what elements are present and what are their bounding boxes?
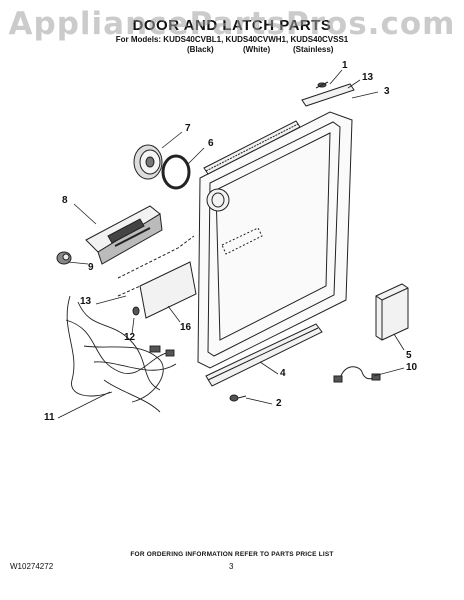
variant-white: (White) — [243, 45, 271, 54]
callout-11: 11 — [44, 412, 55, 423]
side-cover-part-5 — [375, 283, 409, 341]
screw-part-2 — [229, 394, 247, 402]
callout-12: 12 — [124, 332, 136, 343]
variant-black: (Black) — [187, 45, 214, 54]
plate-part-16 — [139, 261, 197, 319]
page-number: 3 — [229, 562, 234, 571]
leader-lines — [57, 69, 405, 419]
gasket-ring-part-6 — [161, 154, 191, 190]
door-vent-strip — [203, 120, 301, 175]
bottom-trim-part-4 — [205, 323, 323, 387]
callout-3: 3 — [384, 86, 390, 97]
callout-2: 2 — [276, 398, 282, 409]
vent-cover-part-7 — [133, 144, 163, 180]
callout-8: 8 — [62, 195, 68, 206]
model-list: For Models: KUDS40CVBL1, KUDS40CVWH1, KU… — [115, 35, 349, 44]
callout-16: 16 — [180, 322, 192, 333]
page-title: DOOR AND LATCH PARTS — [132, 17, 332, 34]
screw-part-1 — [315, 81, 329, 89]
latch-assembly-part-8 — [85, 205, 163, 265]
callout-1: 1 — [342, 60, 348, 71]
knob-part-9 — [56, 251, 72, 265]
variant-stainless: (Stainless) — [293, 45, 334, 54]
callout-9: 9 — [88, 262, 94, 273]
callout-4: 4 — [280, 368, 286, 379]
callout-7: 7 — [185, 123, 191, 134]
cable-part-10 — [333, 366, 381, 383]
screw-part-12 — [132, 306, 140, 316]
callout-14: 13 — [80, 296, 92, 307]
document-number: W10274272 — [10, 562, 54, 571]
inner-door-panel — [197, 111, 353, 369]
watermark: AppliancePartsPros.com — [8, 6, 456, 42]
callout-5: 5 — [406, 350, 412, 361]
wire-harness-part-11 — [65, 295, 177, 413]
callout-10: 10 — [406, 362, 418, 373]
callout-6: 6 — [208, 138, 214, 149]
top-trim-strip — [301, 83, 355, 107]
callout-13: 13 — [362, 72, 374, 83]
ordering-note: FOR ORDERING INFORMATION REFER TO PARTS … — [130, 551, 334, 558]
